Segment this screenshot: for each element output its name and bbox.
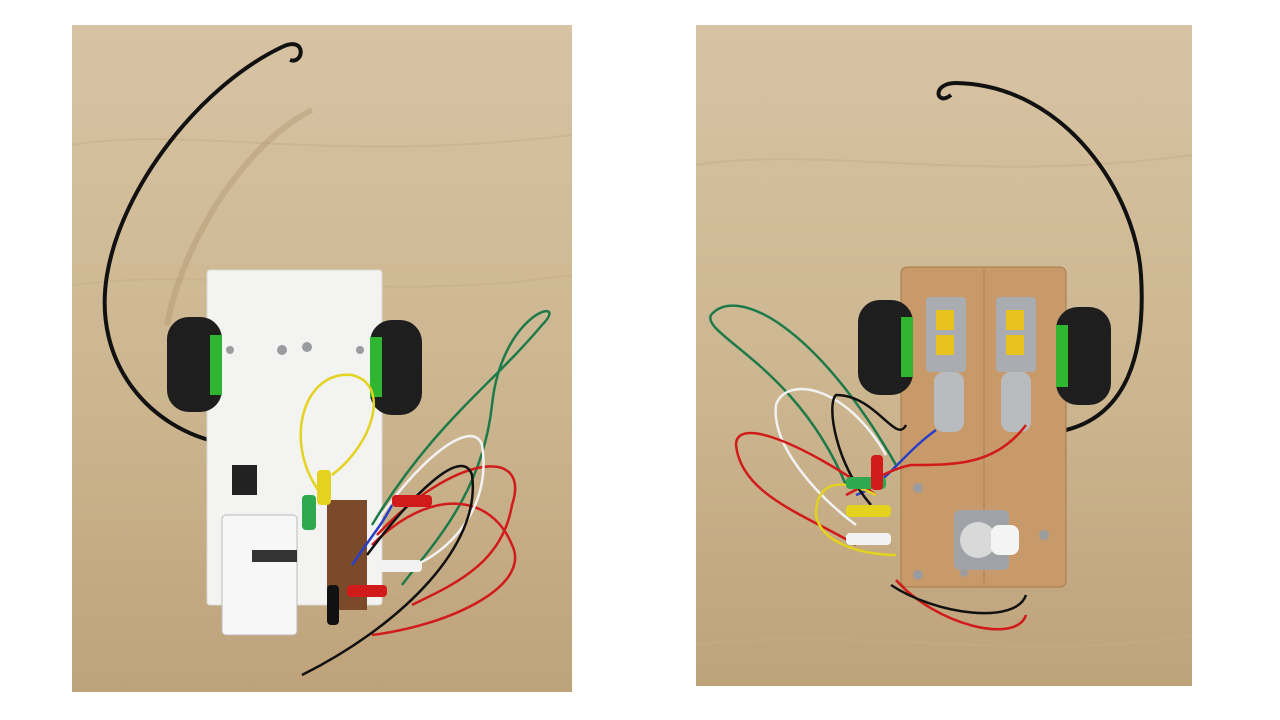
- antenna-shadow: [164, 107, 314, 326]
- antenna-wire: [102, 42, 303, 445]
- alligator-clips: [302, 470, 432, 625]
- wheel-left: [858, 300, 913, 395]
- caster-wheel: [954, 510, 1019, 570]
- wires: [709, 304, 1028, 631]
- photo-right-robot-bottom-view: [696, 25, 1192, 686]
- robot-top-view-illustration: [72, 42, 572, 677]
- photo-left-robot-top-view: [72, 25, 572, 692]
- wheel-left: [167, 317, 222, 412]
- switch: [232, 465, 257, 495]
- robot-bottom-view-illustration: [696, 80, 1192, 648]
- screws: [913, 483, 1049, 580]
- wheel-right: [1056, 307, 1111, 405]
- gear-motor-left: [926, 297, 966, 432]
- screws: [226, 342, 364, 355]
- wood-grain: [696, 154, 1192, 648]
- antenna-wire: [936, 80, 1144, 432]
- gear-motor-right: [996, 297, 1036, 432]
- battery-holder: [221, 514, 298, 636]
- battery-clip: [252, 550, 297, 562]
- alligator-clips: [846, 455, 891, 545]
- wheel-right: [370, 320, 422, 415]
